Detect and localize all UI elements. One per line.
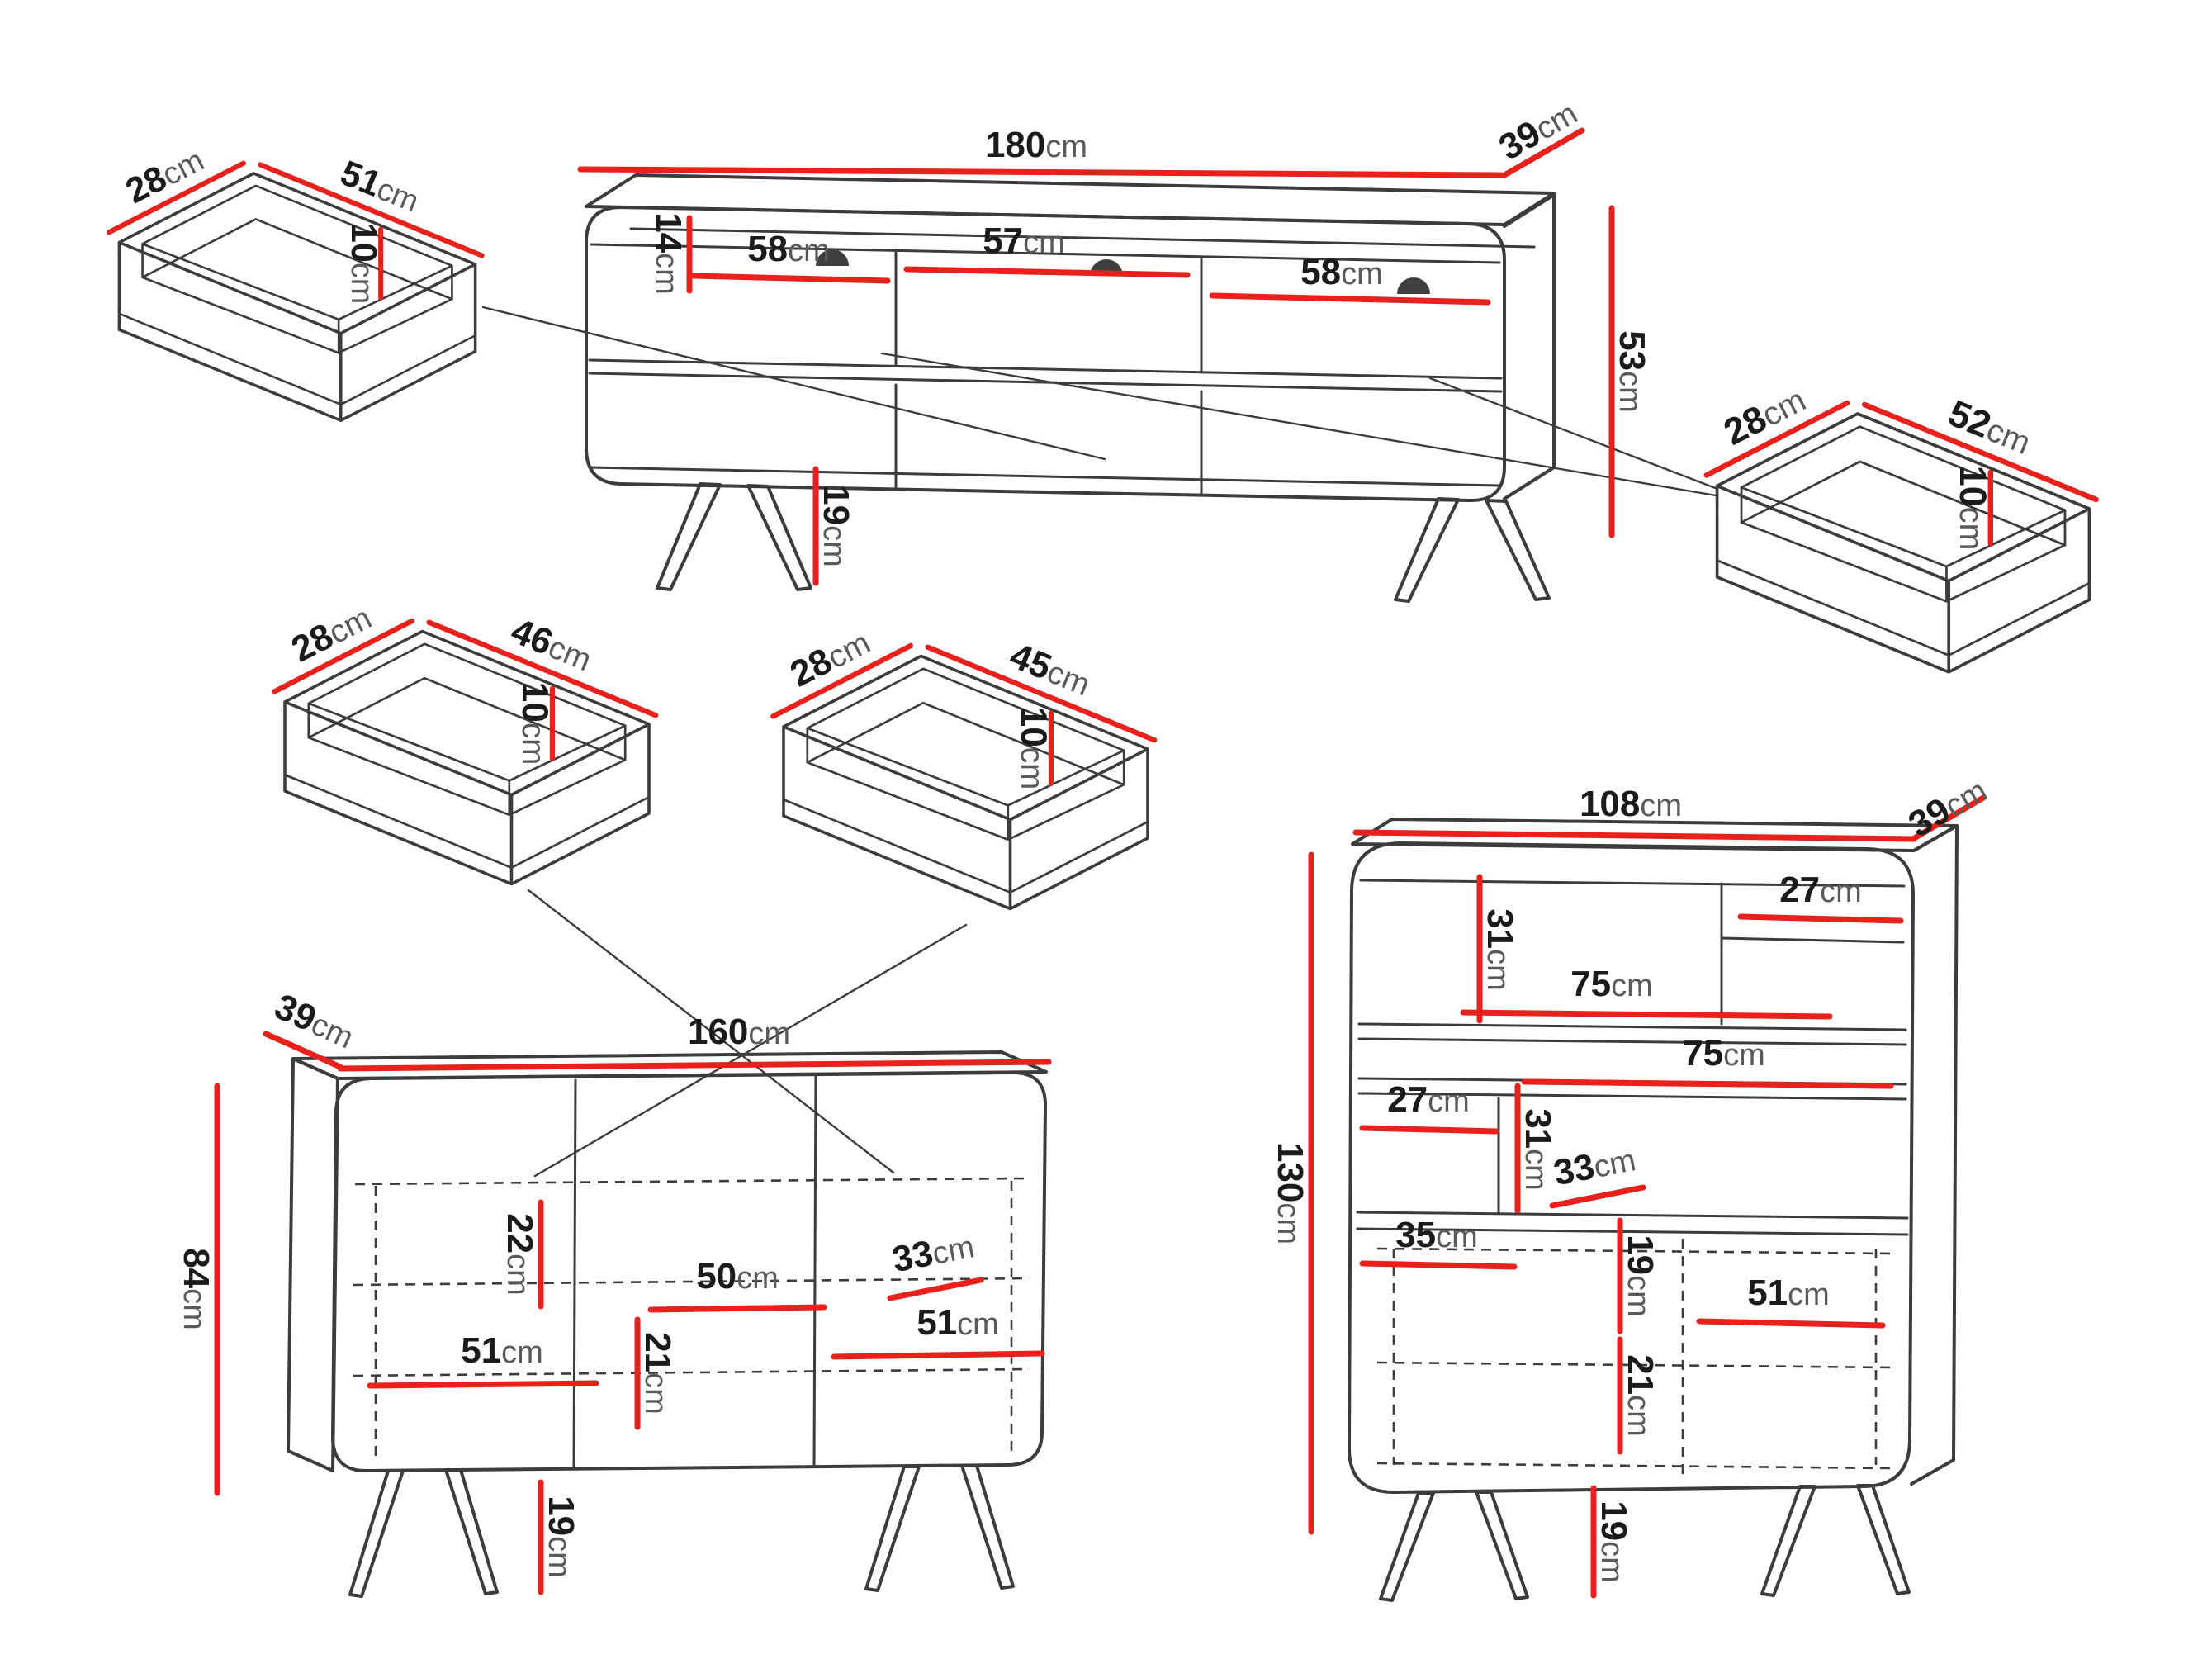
tv-side-face <box>1503 193 1556 500</box>
sideboard: 39cm 160cm 84cm 22cm 50cm 33cm 51cm 51cm… <box>176 986 1052 1598</box>
tv-middle-shelf-label: 57cm <box>983 220 1065 261</box>
sideboard-shelf-spacing-label: 22cm <box>500 1213 540 1296</box>
tv-width-line <box>577 166 1504 178</box>
sideboard-leg-label: 19cm <box>541 1495 581 1578</box>
sideboard-middle-shelf-label: 50cm <box>696 1256 779 1296</box>
highboard-mid-left-label: 27cm <box>1387 1079 1470 1120</box>
sideboard-inner-depth-label: 33cm <box>889 1225 978 1280</box>
highboard-upper-shelf-label: 75cm <box>1570 964 1653 1004</box>
sideboard-height-label: 84cm <box>176 1248 216 1330</box>
drawer-a-height-label: 10cm <box>343 223 383 304</box>
sideboard-right-shelf-line <box>831 1350 1045 1360</box>
sideboard-width-line <box>337 1059 1052 1072</box>
highboard-lower-right-label: 51cm <box>1747 1273 1830 1313</box>
sideboard-middle-shelf-line <box>647 1304 827 1313</box>
tv-leg-label: 19cm <box>816 485 856 567</box>
highboard-interior-dashed <box>1376 1239 1893 1477</box>
highboard-height-label: 130cm <box>1270 1142 1310 1244</box>
highboard-upper-shelf-line <box>1460 1009 1833 1020</box>
sideboard-interior-dashed <box>353 1177 1031 1460</box>
tv-height-label: 53cm <box>1612 330 1652 413</box>
highboard-lower-left-line <box>1359 1260 1518 1270</box>
drawer-d-height-label: 10cm <box>1013 707 1054 790</box>
highboard-depth-line <box>1912 794 1987 841</box>
tv-front-face <box>585 206 1506 503</box>
drawer-c-height-label: 10cm <box>514 682 555 766</box>
tv-interior-lines <box>588 227 1536 495</box>
leader-lines <box>481 306 1719 1178</box>
highboard-mid-left-line <box>1359 1125 1499 1135</box>
tv-right-shelf-label: 58cm <box>1300 252 1383 292</box>
highboard-inner-depth-label: 33cm <box>1551 1138 1639 1193</box>
tv-left-shelf-line <box>690 273 891 284</box>
sideboard-legs <box>348 1464 1015 1598</box>
tv-stand: 180cm 39cm 53cm 14cm 58cm 57cm 58cm 19cm <box>577 97 1652 603</box>
highboard-lower-spacing-label: 21cm <box>1620 1354 1660 1437</box>
highboard: 108cm 39cm 130cm 31cm 27cm 75cm 75cm 27c… <box>1270 774 1993 1602</box>
highboard-lower-right-line <box>1696 1318 1886 1329</box>
sideboard-side-face <box>287 1057 339 1472</box>
highboard-top-right-line <box>1737 913 1904 924</box>
highboard-width-line <box>1352 829 1917 842</box>
highboard-middle-shelf-label: 75cm <box>1683 1033 1765 1074</box>
sideboard-door-dividers <box>572 1074 817 1471</box>
drawer-b-height-label: 10cm <box>1952 466 1994 551</box>
highboard-top-right-label: 27cm <box>1779 870 1862 910</box>
tv-middle-shelf-line <box>903 266 1191 278</box>
sideboard-depth-line <box>263 1031 343 1070</box>
highboard-side-face <box>1910 824 1959 1486</box>
highboard-middle-shelf-line <box>1521 1078 1894 1089</box>
highboard-inner-depth-line <box>1549 1184 1646 1209</box>
tv-width-label: 180cm <box>985 125 1087 165</box>
highboard-lower-left-label: 35cm <box>1395 1215 1478 1255</box>
sideboard-lower-spacing-label: 21cm <box>637 1332 678 1415</box>
tv-depth-line <box>1501 127 1585 178</box>
tv-left-shelf-label: 58cm <box>747 229 830 269</box>
sideboard-front-face <box>331 1070 1048 1473</box>
sideboard-left-shelf-label: 51cm <box>461 1330 543 1371</box>
sideboard-inner-depth-line <box>887 1277 984 1301</box>
sideboard-width-label: 160cm <box>688 1012 790 1052</box>
highboard-mid-section-label: 31cm <box>1518 1108 1558 1191</box>
highboard-leg-label: 19cm <box>1594 1500 1634 1583</box>
sideboard-right-shelf-label: 51cm <box>917 1302 999 1343</box>
tv-right-shelf-line <box>1209 292 1491 306</box>
highboard-width-label: 108cm <box>1580 784 1682 824</box>
tv-legs <box>656 482 1551 603</box>
sideboard-left-shelf-line <box>367 1380 599 1389</box>
highboard-legs <box>1379 1484 1911 1602</box>
tv-top-inner-label: 14cm <box>648 212 689 295</box>
highboard-inner-height-label: 19cm <box>1620 1235 1660 1317</box>
highboard-top-section-label: 31cm <box>1480 908 1520 991</box>
